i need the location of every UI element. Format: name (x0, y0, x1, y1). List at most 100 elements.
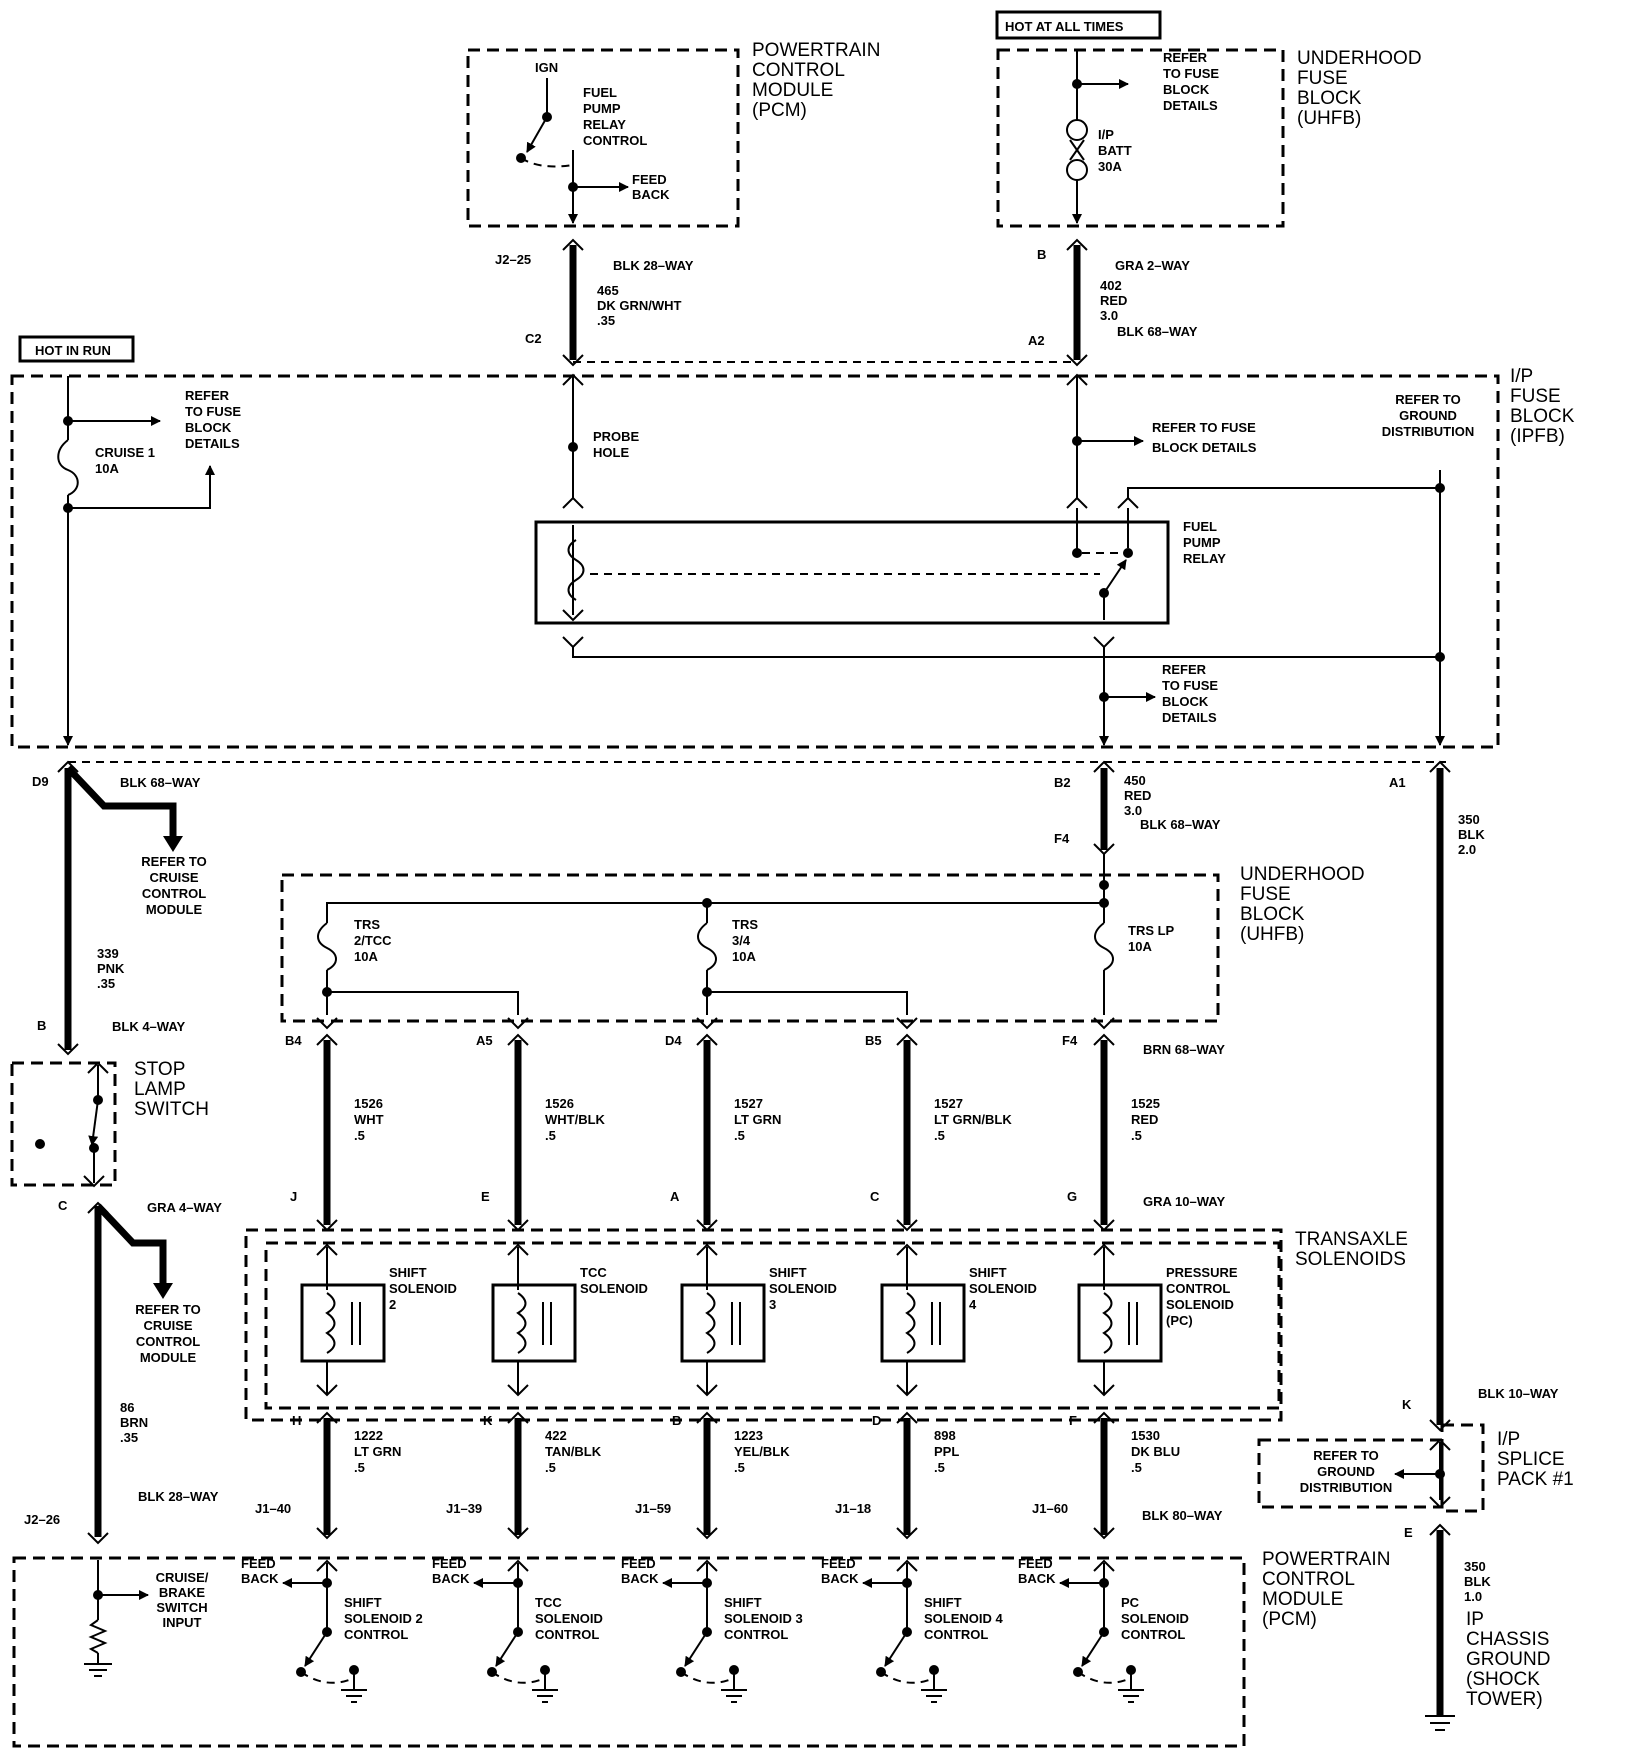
pcm-cavity-label: J1–39 (446, 1501, 482, 1516)
c-b2-label: B2 (1054, 775, 1071, 790)
pcm-top-box (466, 48, 740, 228)
relay-switch-circuit (590, 373, 1445, 746)
solenoid-body (680, 1283, 766, 1363)
fuel-pump-relay-box (534, 520, 1170, 625)
solenoid-body (1077, 1283, 1163, 1363)
solenoid-column-3 (662, 1017, 766, 1703)
upper-cavity-label: F4 (1062, 1033, 1078, 1048)
fuel-pump-relay-control-circuit (516, 78, 629, 224)
stop-lamp-switch-box (10, 1061, 117, 1187)
ipfb-box (10, 374, 1500, 749)
hot-in-run-label: HOT IN RUN (35, 343, 111, 358)
upper-cavity-label: D4 (665, 1033, 682, 1048)
ign-label: IGN (535, 60, 558, 75)
solenoid-top-cavity-label: E (481, 1189, 490, 1204)
c-blk68-d9-label: BLK 68–WAY (120, 775, 201, 790)
c-c2-label: C2 (525, 331, 542, 346)
solenoid-bottom-cavity-label: K (483, 1413, 493, 1428)
solenoid-column-1 (282, 1017, 386, 1703)
c-e-label: E (1404, 1525, 1413, 1540)
uhfb-mid-box (280, 873, 1220, 1023)
solenoid-body (300, 1283, 386, 1363)
c-b-top-label: B (1037, 247, 1046, 262)
pcm-cavity-label: J1–40 (255, 1501, 291, 1516)
solenoid-body (880, 1283, 966, 1363)
probe-hole-circuit (562, 373, 1100, 658)
cruise-brake-input-circuit (84, 1560, 149, 1677)
solenoid-bottom-cavity-label: B (672, 1413, 681, 1428)
c-f4-label: F4 (1054, 831, 1070, 846)
upper-cavity-label: B4 (285, 1033, 302, 1048)
c-blk28-top-label: BLK 28–WAY (613, 258, 694, 273)
c-gra2-label: GRA 2–WAY (1115, 258, 1190, 273)
solenoid-column-4 (862, 1017, 966, 1703)
solenoid-bottom-cavity-label: D (872, 1413, 881, 1428)
pcm-bottom-box (12, 1556, 1246, 1748)
c-gra10-label: GRA 10–WAY (1143, 1194, 1225, 1209)
hot-in-run-box (18, 335, 135, 363)
trs-fuse-circuits (317, 760, 1115, 1015)
ip-batt-fuse-circuit (1066, 50, 1129, 224)
c-blk10-label: BLK 10–WAY (1478, 1386, 1559, 1401)
c-k-label: K (1402, 1397, 1412, 1412)
solenoid-top-cavity-label: J (290, 1189, 297, 1204)
c-a2-label: A2 (1028, 333, 1045, 348)
solenoid-column-5 (1059, 1017, 1163, 1703)
c-j2-25-label: J2–25 (495, 252, 531, 267)
solenoid-top-cavity-label: G (1067, 1189, 1077, 1204)
transaxle-outer-box (244, 1228, 1283, 1422)
pcm-cavity-label: J1–59 (635, 1501, 671, 1516)
upper-cavity-label: A5 (476, 1033, 493, 1048)
stop-lamp-wiring (35, 760, 183, 1545)
upper-cavity-label: B5 (865, 1033, 882, 1048)
solenoid-bottom-cavity-label: H (292, 1413, 301, 1428)
solenoid-bottom-cavity-label: F (1069, 1413, 1077, 1428)
